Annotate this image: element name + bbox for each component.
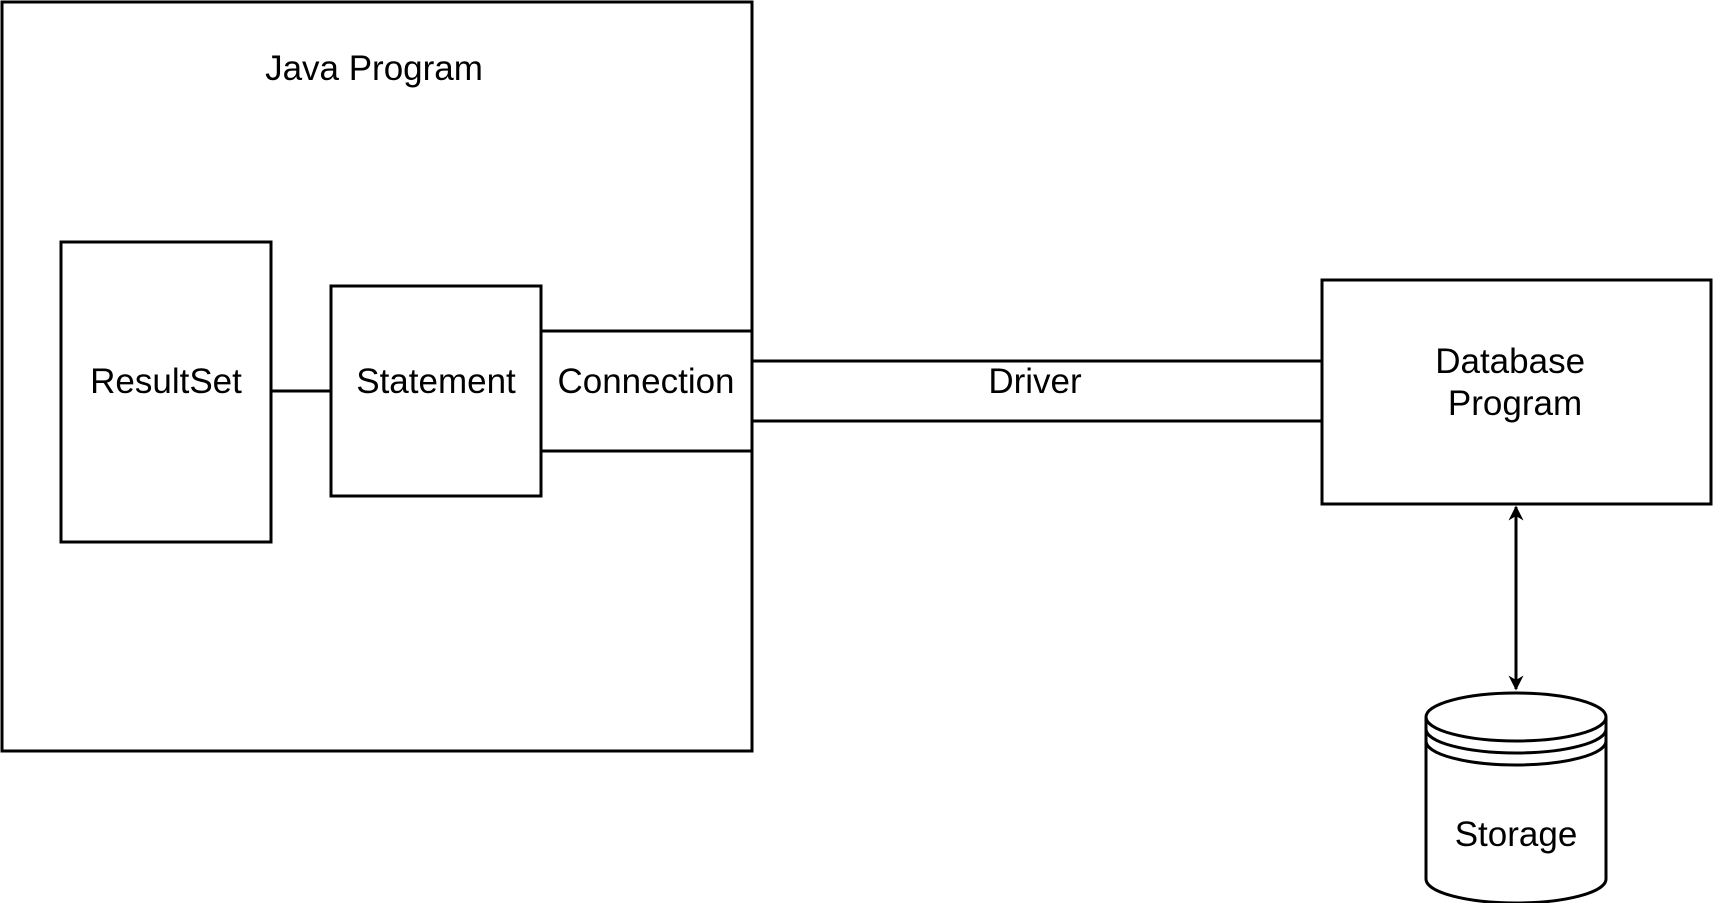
java-program-title: Java Program bbox=[265, 49, 483, 88]
connection-label: Connection bbox=[557, 362, 734, 401]
database-program-label-line1: Database bbox=[1435, 342, 1585, 381]
database-program-label-line2: Program bbox=[1448, 384, 1582, 423]
storage-label: Storage bbox=[1455, 815, 1578, 854]
storage-cylinder-icon bbox=[1424, 691, 1608, 903]
result-set-label: ResultSet bbox=[90, 362, 242, 401]
connection-box bbox=[539, 329, 754, 453]
database-program-box bbox=[1320, 278, 1713, 506]
statement-box bbox=[329, 284, 543, 498]
driver-label: Driver bbox=[988, 362, 1082, 401]
database-program-label: Database Program bbox=[1435, 342, 1595, 423]
result-set-box bbox=[59, 240, 273, 544]
statement-label: Statement bbox=[356, 362, 516, 401]
